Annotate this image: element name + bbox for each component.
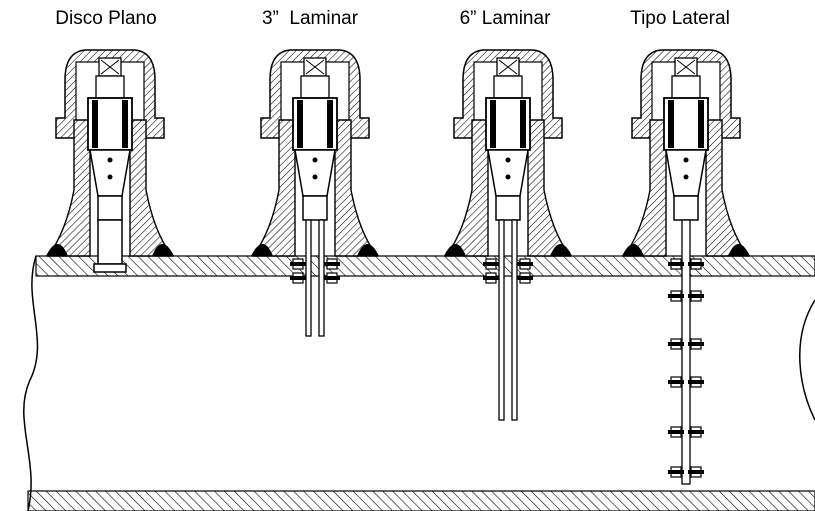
pipe-break-left	[23, 255, 39, 511]
label-laminar-3: 3” Laminar	[261, 8, 359, 29]
pipe-wall-top	[35, 255, 815, 277]
probe-side-type	[622, 49, 750, 485]
pipe-wall-bottom	[27, 490, 815, 511]
pipe-break-right	[799, 299, 815, 421]
label-flat-disc: Disco Plano	[55, 8, 157, 29]
label-side-type: Tipo Lateral	[630, 8, 730, 29]
probe-laminar-6	[444, 49, 572, 421]
probe-flat-disc	[46, 49, 174, 273]
probe-laminar-3	[251, 49, 379, 337]
label-laminar-6: 6” Laminar	[459, 8, 551, 29]
